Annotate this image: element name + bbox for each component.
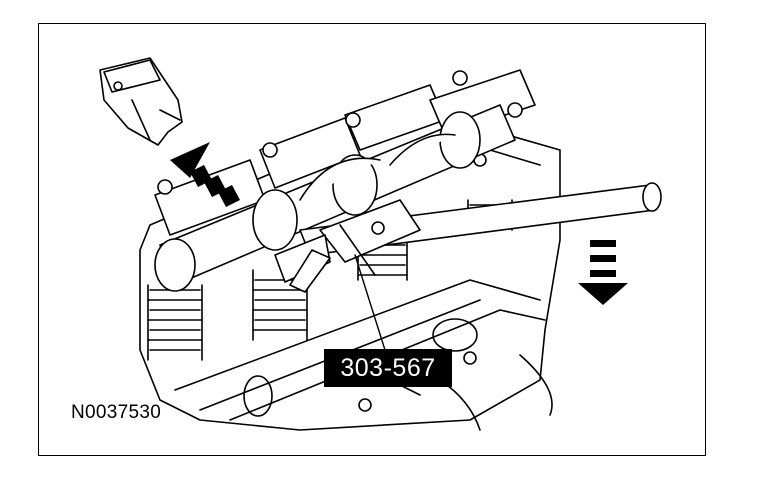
camshaft — [154, 104, 516, 292]
figure-id: N0037530 — [71, 402, 162, 423]
tool-number-label: 303-567 — [324, 349, 452, 387]
arrow-up-left-icon — [170, 142, 240, 207]
leader-line — [354, 254, 386, 351]
spring-compressor-tool — [274, 182, 662, 293]
rocker-arm-icon — [99, 57, 183, 146]
arrow-down-icon — [578, 240, 628, 305]
